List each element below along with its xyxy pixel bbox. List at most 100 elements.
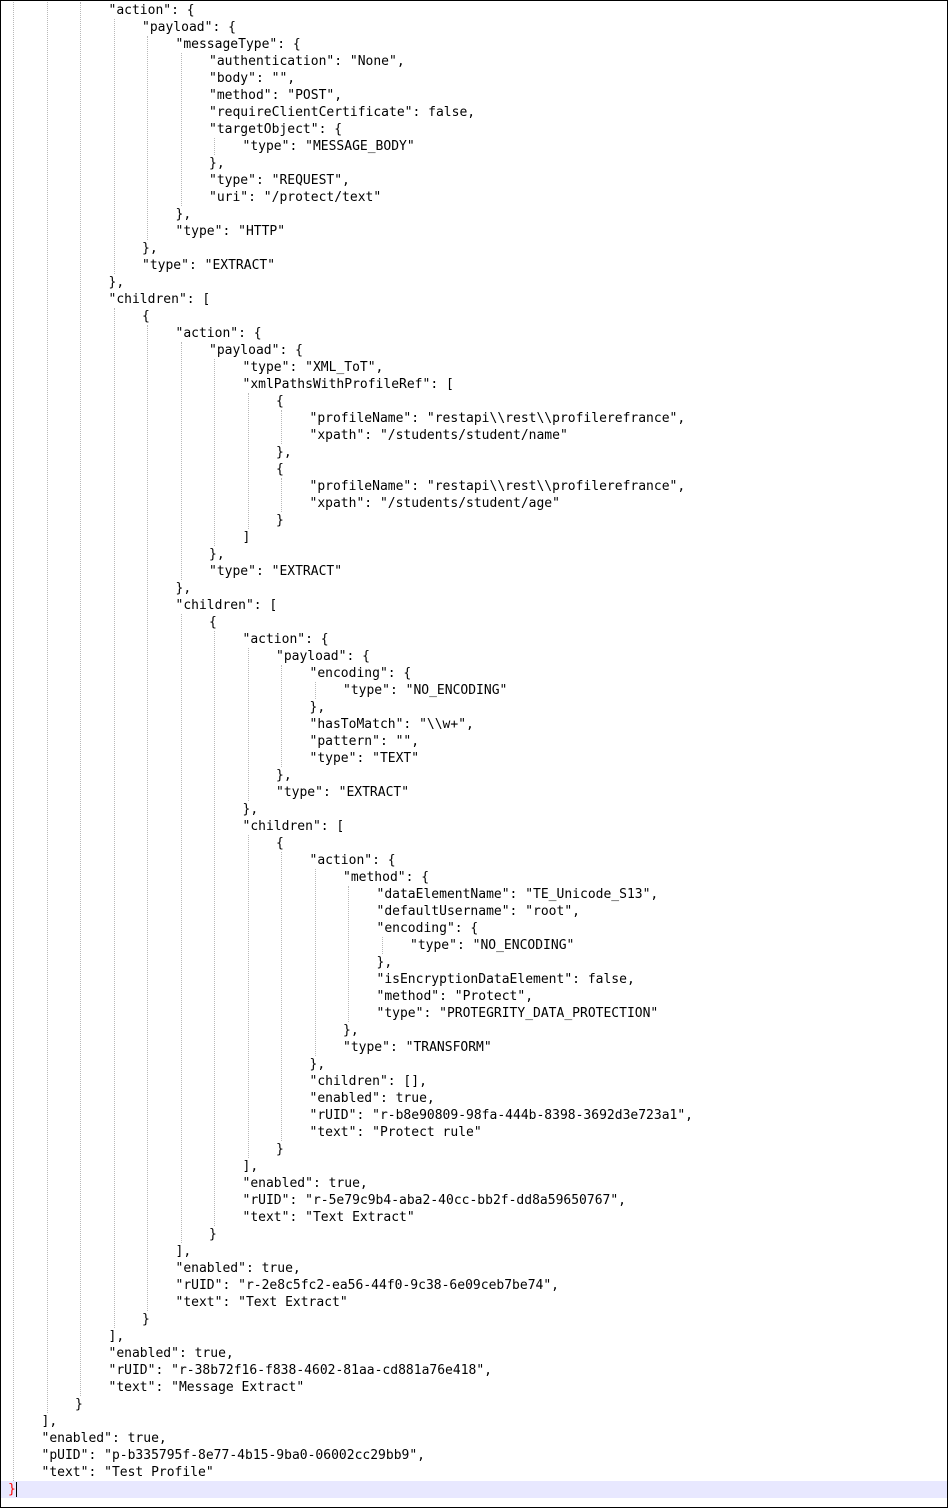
indent-guide — [381, 937, 383, 954]
code-line: "type": "MESSAGE_BODY" — [242, 139, 415, 154]
indent-guide — [113, 308, 115, 1328]
code-line: }, — [175, 207, 192, 222]
code-line: "type": "TEXT" — [309, 751, 420, 766]
code-line: "dataElementName": "TE_Unicode_S13", — [376, 887, 659, 902]
indent-guide — [180, 614, 182, 1243]
code-line: "text": "Protect rule" — [309, 1125, 482, 1140]
code-line: { — [276, 462, 284, 477]
code-line: "type": "EXTRACT" — [209, 564, 343, 579]
current-line: } — [1, 1481, 947, 1498]
code-line: "type": "TRANSFORM" — [343, 1040, 492, 1055]
code-line: }, — [343, 1023, 359, 1038]
code-line: "enabled": true, — [175, 1261, 301, 1276]
indent-guide — [180, 342, 182, 580]
indent-guide — [281, 665, 282, 767]
code-line: "rUID": "r-5e79c9b4-aba2-40cc-bb2f-dd8a5… — [242, 1193, 627, 1208]
code-line: "type": "EXTRACT" — [142, 258, 276, 273]
code-line: }, — [309, 700, 326, 715]
code-line: "rUID": "r-b8e90809-98fa-444b-8398-3692d… — [309, 1108, 694, 1123]
code-line: "rUID": "r-2e8c5fc2-ea56-44f0-9c38-6e09c… — [175, 1278, 560, 1293]
code-line: ] — [242, 530, 251, 545]
code-line: "type": "XML_ToT", — [242, 360, 384, 375]
indent-guide — [147, 36, 148, 240]
code-line: "xmlPathsWithProfileRef": [ — [242, 377, 454, 392]
indent-guide — [13, 2, 14, 1481]
code-line: "isEncryptionDataElement": false, — [376, 972, 635, 987]
code-line: }, — [108, 275, 125, 290]
indent-guide — [281, 478, 282, 512]
code-line: "profileName": "restapi\\rest\\profilere… — [309, 479, 686, 494]
code-line: } — [276, 513, 284, 528]
indent-guide — [80, 2, 81, 1396]
indent-guide — [247, 393, 249, 529]
code-line: } — [75, 1397, 83, 1412]
indent-guide — [46, 2, 48, 1413]
code-line: "method": { — [343, 870, 430, 885]
code-line: } — [209, 1227, 217, 1242]
indent-guide — [281, 852, 282, 1141]
code-line: }, — [276, 768, 292, 783]
code-line: "payload": { — [209, 343, 303, 358]
indent-guide — [314, 682, 316, 699]
indent-guide — [314, 869, 316, 1056]
code-line: "type": "REQUEST", — [209, 173, 350, 188]
code-line: "children": [ — [242, 819, 345, 834]
code-line: "enabled": true, — [309, 1091, 435, 1106]
code-line: { — [142, 309, 150, 324]
code-line: "payload": { — [276, 649, 370, 664]
indent-guide — [147, 325, 148, 1311]
code-line: }, — [209, 156, 225, 171]
code-line: "messageType": { — [175, 37, 301, 52]
code-line: "rUID": "r-38b72f16-f838-4602-81aa-cd881… — [108, 1363, 493, 1378]
code-line: }, — [376, 955, 393, 970]
indent-guide — [180, 53, 182, 206]
code-line: "children": [], — [309, 1074, 427, 1089]
code-line: "requireClientCertificate": false, — [209, 105, 476, 120]
code-line: "type": "EXTRACT" — [276, 785, 410, 800]
code-line: "xpath": "/students/student/name" — [309, 428, 568, 443]
code-line: ], — [175, 1244, 192, 1259]
code-line: } — [276, 1142, 284, 1157]
code-line: { — [276, 836, 284, 851]
indent-guide — [247, 648, 249, 801]
indent-guide — [214, 631, 215, 1226]
code-line: "type": "PROTEGRITY_DATA_PROTECTION" — [376, 1006, 659, 1021]
code-line: "text": "Test Profile" — [41, 1465, 214, 1480]
code-line: }, — [175, 581, 192, 596]
indent-guide — [281, 410, 282, 444]
code-line: "payload": { — [142, 20, 236, 35]
code-line: "body": "", — [209, 71, 296, 86]
code-line: }, — [309, 1057, 326, 1072]
indent-guide — [348, 886, 349, 1022]
indent-guide — [214, 138, 215, 155]
code-line: "pUID": "p-b335795f-8e77-4b15-9ba0-06002… — [41, 1448, 426, 1463]
code-line: "children": [ — [108, 292, 211, 307]
code-line: "defaultUsername": "root", — [376, 904, 581, 919]
code-line: "pattern": "", — [309, 734, 420, 749]
code-line: }, — [209, 547, 225, 562]
code-line: ], — [108, 1329, 125, 1344]
code-line: "authentication": "None", — [209, 54, 405, 69]
code-line: "action": { — [242, 632, 329, 647]
code-line: "action": { — [108, 3, 195, 18]
code-line: "children": [ — [175, 598, 278, 613]
code-line: "method": "POST", — [209, 88, 343, 103]
code-line: "text": "Text Extract" — [242, 1210, 415, 1225]
code-line: "hasToMatch": "\\w+", — [309, 717, 474, 732]
code-line: "type": "NO_ENCODING" — [343, 683, 508, 698]
code-line: "method": "Protect", — [376, 989, 534, 1004]
code-line: "xpath": "/students/student/age" — [309, 496, 560, 511]
code-line: } — [142, 1312, 150, 1327]
indent-guide — [214, 359, 215, 546]
code-line: "targetObject": { — [209, 122, 343, 137]
code-line: "uri": "/protect/text" — [209, 190, 382, 205]
code-line: "text": "Text Extract" — [175, 1295, 348, 1310]
code-line: "profileName": "restapi\\rest\\profilere… — [309, 411, 686, 426]
indent-guide — [113, 19, 115, 274]
indent-guide — [247, 835, 249, 1158]
code-line: "type": "NO_ENCODING" — [410, 938, 575, 953]
code-line: ], — [41, 1414, 58, 1429]
code-line: ], — [242, 1159, 259, 1174]
code-line: "enabled": true, — [41, 1431, 167, 1446]
